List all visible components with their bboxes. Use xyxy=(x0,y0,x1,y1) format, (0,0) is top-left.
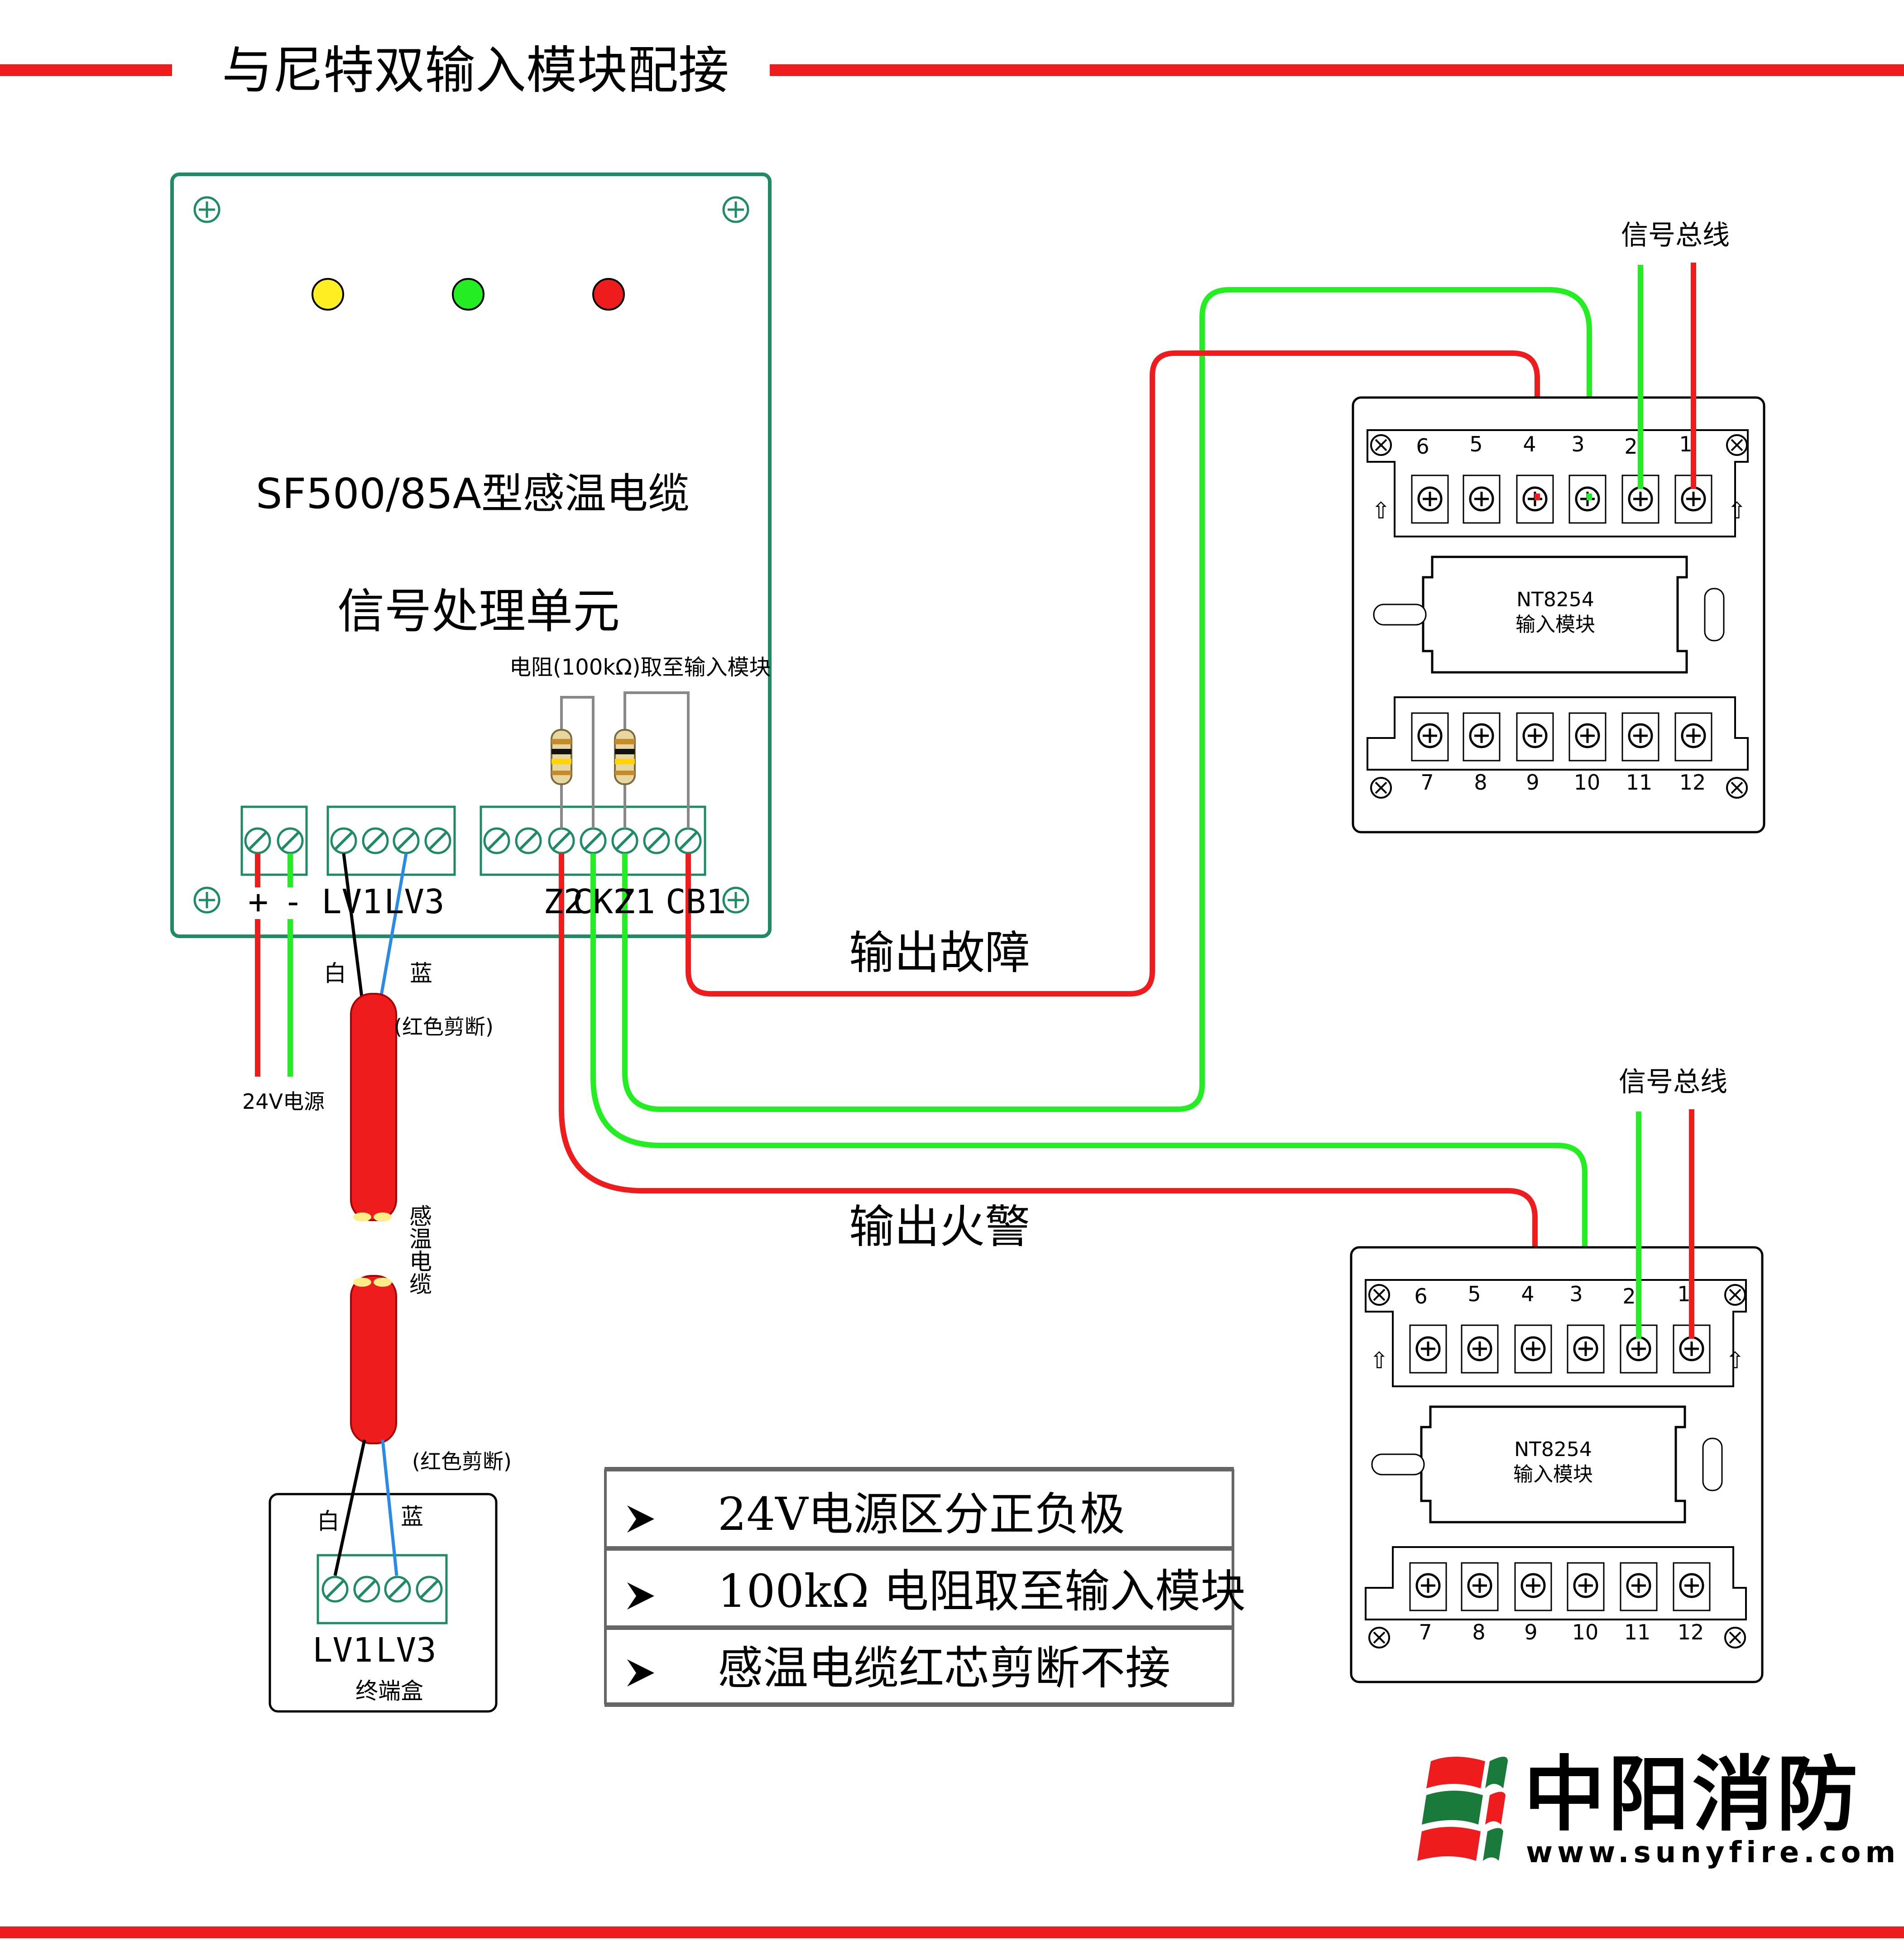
bullet-arrow-icon xyxy=(627,1505,654,1533)
module-1-terminal-number: 6 xyxy=(1416,434,1429,459)
svg-text:⇧: ⇧ xyxy=(1726,1347,1745,1374)
cable-blue-label-lower: 蓝 xyxy=(401,1504,423,1530)
module-2-terminal-number: 3 xyxy=(1569,1282,1583,1306)
svg-text:⇧: ⇧ xyxy=(1372,498,1391,524)
fault-wire-z1 xyxy=(622,287,1592,1112)
module-2-terminal-number: 12 xyxy=(1677,1620,1704,1644)
indicator-led-green xyxy=(452,278,484,311)
footer-bar xyxy=(0,1926,1904,1938)
module-2-terminal-number: 8 xyxy=(1472,1620,1486,1644)
module-1-terminal-number: 10 xyxy=(1573,770,1601,795)
module-1-terminal-number: 5 xyxy=(1469,432,1483,456)
module-1-name: 输入模块 xyxy=(1516,613,1595,636)
svg-text:⇧: ⇧ xyxy=(1370,1347,1389,1374)
resistor-label: 电阻(100kΩ)取至输入模块 xyxy=(509,655,771,680)
resistor-icon xyxy=(551,729,572,785)
red-cut-label-lower: (红色剪断) xyxy=(412,1449,512,1474)
output-fire-label: 输出火警 xyxy=(849,1200,1030,1253)
terminal-label-lv1: LV1 xyxy=(321,882,382,921)
module-2-terminal-number: 11 xyxy=(1624,1620,1651,1644)
cable-name-label: 感温电缆 xyxy=(406,1204,432,1295)
module-1-terminal-number: 4 xyxy=(1523,432,1536,456)
module-1-terminal-number: 9 xyxy=(1526,770,1540,795)
heat-cable-lower xyxy=(350,1275,397,1444)
mount-screw-icon xyxy=(195,197,219,222)
note-3: 感温电缆红芯剪断不接 xyxy=(718,1642,1170,1695)
module-2-terminal-number: 7 xyxy=(1419,1620,1432,1644)
module-2-terminal-number: 9 xyxy=(1524,1620,1538,1644)
bus-label-2: 信号总线 xyxy=(1619,1066,1727,1098)
module-1-terminal-number: 7 xyxy=(1420,770,1434,795)
notes-table xyxy=(604,1467,1234,1707)
module-1-terminal-number: 12 xyxy=(1679,770,1706,795)
bus-label-1: 信号总线 xyxy=(1621,220,1730,251)
terminal-label-ck2: CK2 xyxy=(573,882,633,921)
brand-logo-icon xyxy=(1417,1757,1508,1861)
end-box-name: 终端盒 xyxy=(355,1678,423,1704)
end-box-label-lv3: LV3 xyxy=(376,1631,436,1670)
svg-text:⇧: ⇧ xyxy=(1727,498,1746,524)
unit-subtitle: 信号处理单元 xyxy=(337,584,620,639)
mount-screw-icon xyxy=(724,888,748,912)
unit-title: SF500/85A型感温电缆 xyxy=(256,470,690,518)
output-fault-label: 输出故障 xyxy=(849,926,1030,979)
module-1-terminal-number: 1 xyxy=(1679,432,1693,456)
terminal-label-cb1: CB1 xyxy=(666,882,726,921)
brand-name: 中阳消防 xyxy=(1524,1748,1861,1842)
module-1-terminal-number: 8 xyxy=(1474,770,1487,795)
note-1: 24V电源区分正负极 xyxy=(718,1488,1125,1541)
red-cut-label: (红色剪断) xyxy=(394,1015,494,1039)
terminal-label-lv3: LV3 xyxy=(384,882,445,921)
module-1-terminal-number: 2 xyxy=(1624,434,1638,459)
module-2-model: NT8254 xyxy=(1514,1438,1592,1461)
input-module-2: ⇧ ⇧ xyxy=(1350,1246,1764,1683)
module-1-model: NT8254 xyxy=(1516,588,1594,611)
module-1-terminal-number: 3 xyxy=(1571,432,1585,456)
cable-white-label-lower: 白 xyxy=(317,1508,340,1534)
bullet-arrow-icon xyxy=(627,1582,654,1610)
module-1-terminal-number: 11 xyxy=(1626,770,1653,795)
fire-wire-z2 xyxy=(559,853,1538,1345)
module-2-terminal-number: 4 xyxy=(1521,1282,1535,1306)
module-2-terminal-number: 1 xyxy=(1677,1282,1691,1306)
header-bar-left xyxy=(0,64,172,76)
indicator-led-red xyxy=(592,278,625,311)
header-bar-right xyxy=(770,64,1904,76)
wire-white xyxy=(342,853,364,1001)
fire-wire-ck2 xyxy=(590,853,1587,1345)
fault-wire-cb1 xyxy=(686,350,1540,997)
module-2-terminal-number: 5 xyxy=(1468,1282,1481,1306)
module-2-terminal-number: 2 xyxy=(1622,1284,1636,1308)
module-2-name: 输入模块 xyxy=(1513,1463,1593,1486)
terminal-label-z2: Z2 xyxy=(543,882,584,921)
brand-url: www.sunyfire.com xyxy=(1526,1836,1900,1869)
terminal-label-z1: Z1 xyxy=(615,882,656,921)
input-module-1: ⇧ ⇧ xyxy=(1352,396,1765,834)
module-2-terminal-number: 10 xyxy=(1572,1620,1599,1644)
power-label: 24V电源 xyxy=(242,1089,325,1114)
page-title: 与尼特双输入模块配接 xyxy=(222,41,729,100)
cable-white-label: 白 xyxy=(324,960,346,987)
note-2: 100kΩ 电阻取至输入模块 xyxy=(718,1565,1246,1618)
resistor-icon xyxy=(614,729,636,785)
terminal-label-plus: + xyxy=(248,882,269,921)
heat-cable-upper xyxy=(350,993,397,1222)
module-2-terminal-number: 6 xyxy=(1414,1284,1428,1308)
mount-screw-icon xyxy=(195,888,219,912)
terminal-label-minus: - xyxy=(283,882,303,921)
cable-blue-label: 蓝 xyxy=(410,960,432,987)
end-box-label-lv1: LV1 xyxy=(312,1631,373,1670)
wire-blue xyxy=(379,853,408,1001)
indicator-led-yellow xyxy=(312,278,344,311)
mount-screw-icon xyxy=(724,197,748,222)
bullet-arrow-icon xyxy=(627,1659,654,1687)
